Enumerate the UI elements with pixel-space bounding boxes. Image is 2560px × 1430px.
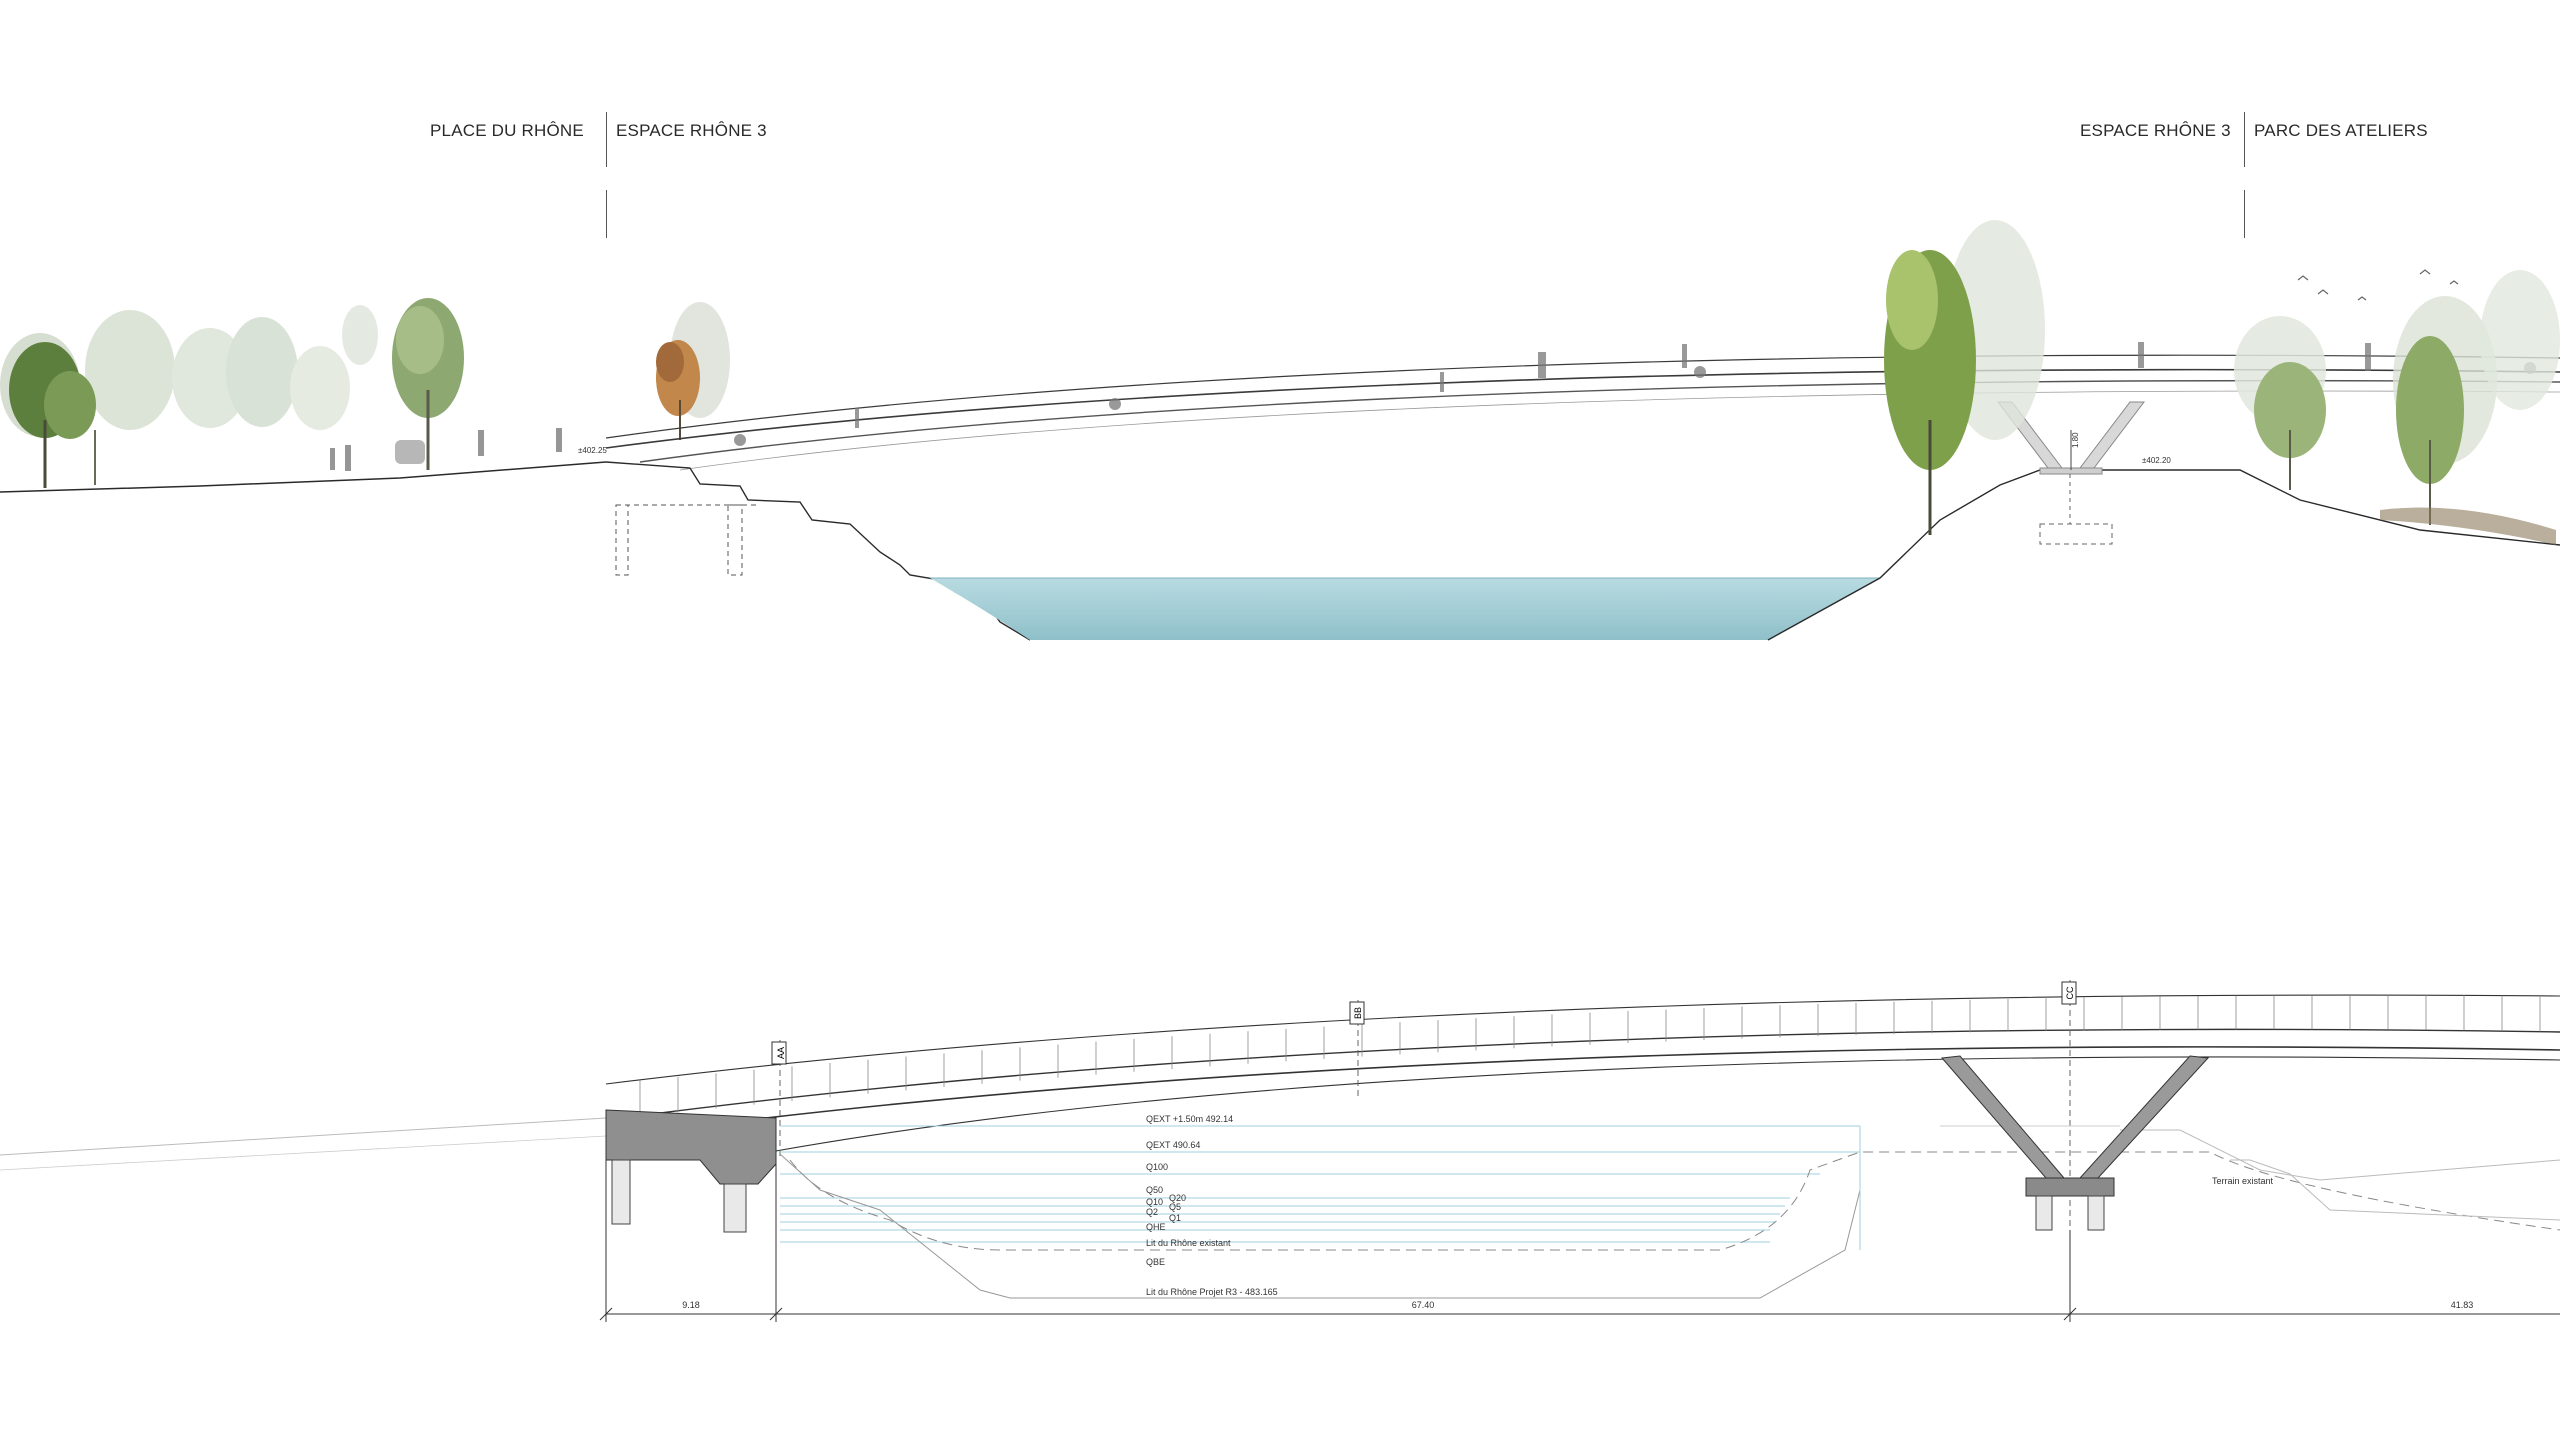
svg-text:Q50: Q50 [1146, 1185, 1163, 1195]
svg-text:QEXT 490.64: QEXT 490.64 [1146, 1140, 1200, 1150]
bridge-elevation: ±402.25 [0, 220, 2560, 641]
water-level-labels: QEXT +1.50m 492.14 QEXT 490.64 Q100 Q50 … [1146, 1114, 2274, 1297]
svg-text:Q20: Q20 [1169, 1193, 1186, 1203]
tree-dark-left [9, 298, 464, 488]
left-abutment [605, 1109, 777, 1233]
section-marker-bb: BB [1349, 1000, 1365, 1100]
pier-height-label: 1.80 [2071, 432, 2080, 448]
bridge-section: AA BB CC [0, 980, 2560, 1322]
zone-label-parc-des-ateliers: PARC DES ATELIERS [2254, 121, 2428, 140]
zone-divider-left-top [606, 112, 607, 167]
svg-text:CC: CC [2065, 986, 2075, 999]
zone-divider-right-bottom [2244, 190, 2245, 238]
level-label-left: ±402.25 [578, 446, 607, 455]
svg-text:Q10: Q10 [1146, 1197, 1163, 1207]
svg-text:QHE: QHE [1146, 1222, 1166, 1232]
river-water [930, 578, 1880, 640]
dimension-line [599, 1160, 2560, 1322]
svg-text:Q1: Q1 [1169, 1213, 1181, 1223]
svg-text:Q2: Q2 [1146, 1207, 1158, 1217]
svg-text:Lit du Rhône Projet R3 - 483.1: Lit du Rhône Projet R3 - 483.165 [1146, 1287, 1278, 1297]
svg-text:Lit du Rhône existant: Lit du Rhône existant [1146, 1238, 1231, 1248]
zone-label-espace-rhone-left: ESPACE RHÔNE 3 [616, 121, 767, 140]
zone-divider-right-top [2244, 112, 2245, 167]
dimension-right: 41.83 [2451, 1300, 2474, 1310]
tree-orange [656, 302, 730, 440]
zone-label-place-du-rhone: PLACE DU RHÔNE [430, 121, 584, 140]
svg-text:Q100: Q100 [1146, 1162, 1168, 1172]
water-level-lines [780, 1125, 1860, 1243]
zone-divider-left-bottom [606, 190, 607, 238]
zone-label-espace-rhone-right: ESPACE RHÔNE 3 [2080, 121, 2231, 140]
terrain-label: Terrain existant [2212, 1176, 2274, 1186]
section-marker-aa: AA [771, 1040, 787, 1160]
section-deck [605, 994, 2560, 1153]
left-foundation [615, 504, 760, 576]
deck-users [734, 342, 2536, 446]
birds [2297, 269, 2459, 301]
river-bed-existing [789, 1151, 2560, 1251]
railing-posts [639, 995, 2541, 1117]
section-v-pier [1940, 1055, 2210, 1231]
right-bank [1767, 469, 2560, 641]
dimension-left: 9.18 [682, 1300, 700, 1310]
svg-text:Q5: Q5 [1169, 1202, 1181, 1212]
people-left [330, 428, 562, 471]
svg-text:BB: BB [1353, 1007, 1363, 1019]
svg-text:AA: AA [776, 1047, 786, 1059]
river-bed-project [779, 1153, 1861, 1299]
dimension-middle: 67.40 [1412, 1300, 1435, 1310]
level-label-right: ±402.20 [2142, 456, 2171, 465]
left-bank [605, 461, 1031, 641]
tree-tall-right [1884, 220, 2045, 535]
svg-text:QEXT +1.50m 492.14: QEXT +1.50m 492.14 [1146, 1114, 1233, 1124]
tree-group-right [2234, 270, 2560, 545]
svg-text:QBE: QBE [1146, 1257, 1165, 1267]
